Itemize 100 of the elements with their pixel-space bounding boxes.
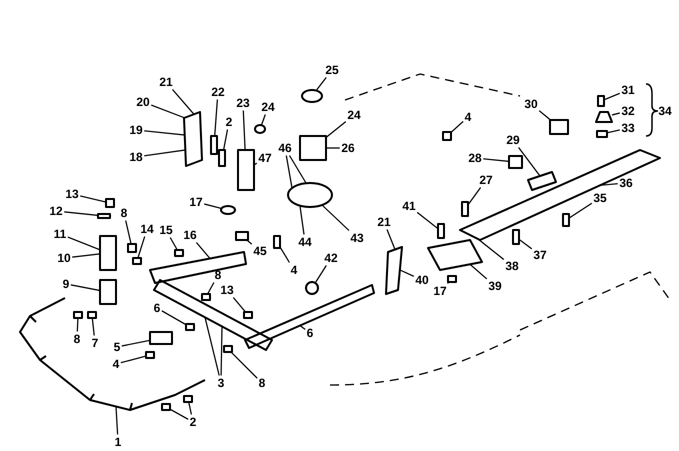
leader-line <box>223 129 228 150</box>
decal <box>527 171 557 191</box>
leader-line <box>568 202 592 219</box>
leader-line <box>230 352 258 379</box>
leader-line <box>600 183 618 186</box>
leader-line <box>316 77 327 90</box>
leader-line <box>518 147 540 176</box>
leader-line <box>260 114 266 126</box>
channel <box>459 149 661 241</box>
bracket <box>385 246 403 295</box>
nut <box>254 124 266 134</box>
leader-line <box>196 242 210 259</box>
nut <box>105 198 115 208</box>
leader-line <box>326 121 346 138</box>
leader-line <box>326 147 340 149</box>
callout-number: 40 <box>415 274 429 286</box>
nut <box>442 131 452 141</box>
knob <box>305 281 319 295</box>
leader-line <box>299 206 305 235</box>
leader-line <box>144 149 186 156</box>
leader-line <box>70 284 100 292</box>
leader-line <box>170 408 188 420</box>
leader-line <box>386 229 396 250</box>
nut <box>127 243 137 253</box>
leader-line <box>232 297 246 312</box>
callout-number: 22 <box>211 86 225 98</box>
leader-line <box>242 110 246 150</box>
callout-number: 2 <box>190 416 196 428</box>
nut <box>223 345 233 353</box>
leader-line <box>300 325 306 330</box>
callout-number: 17 <box>189 196 203 208</box>
callout-number: 17 <box>433 285 447 297</box>
leader-line <box>483 158 510 162</box>
nut <box>132 257 142 265</box>
pulley <box>301 89 323 103</box>
callout-number: 24 <box>261 101 275 113</box>
callout-number: 13 <box>220 284 234 296</box>
callout-number: 31 <box>621 84 635 96</box>
screw <box>597 95 605 107</box>
leader-line <box>72 253 100 258</box>
bracket <box>299 135 327 161</box>
callout-number: 42 <box>324 252 338 264</box>
leader-line <box>122 340 150 347</box>
leader-line <box>150 104 186 119</box>
leader-line <box>286 155 293 188</box>
rail <box>244 284 375 349</box>
leader-line <box>254 162 258 166</box>
leader-line <box>162 310 186 326</box>
callout-number: 39 <box>488 280 502 292</box>
callout-number: 8 <box>74 333 80 345</box>
leader-line <box>188 402 192 415</box>
callout-number: 5 <box>114 341 120 353</box>
callout-number: 16 <box>183 229 197 241</box>
leader-line <box>76 318 78 332</box>
leader-line <box>220 326 223 376</box>
washer <box>97 213 111 219</box>
leader-line <box>80 195 106 203</box>
frame-bar <box>153 279 273 351</box>
callout-number: 47 <box>258 152 272 164</box>
leader-line <box>120 356 146 364</box>
callout-number: 4 <box>112 358 120 370</box>
callout-number: 33 <box>621 122 635 134</box>
block <box>508 155 523 169</box>
bracket <box>183 111 203 167</box>
callout-number: 28 <box>468 152 482 164</box>
washer <box>220 205 236 215</box>
callout-number: 12 <box>49 205 63 217</box>
callout-number: 1 <box>114 436 122 448</box>
leader-line <box>279 246 290 263</box>
nut <box>201 293 211 301</box>
leader-line <box>207 282 214 294</box>
callout-number: 44 <box>298 236 312 248</box>
callout-number: 32 <box>621 105 635 117</box>
callout-number: 8 <box>214 269 222 281</box>
bracket <box>237 149 255 191</box>
callout-number: 19 <box>129 124 143 136</box>
leader-line <box>115 406 118 435</box>
leader-line <box>450 120 464 133</box>
leader-line <box>416 212 438 230</box>
bracket <box>235 231 249 241</box>
callout-number: 2 <box>226 116 232 128</box>
callout-number: 10 <box>57 252 71 264</box>
leader-line <box>246 240 252 245</box>
callout-number: 24 <box>347 109 361 121</box>
bolt <box>512 229 520 245</box>
leader-line <box>214 99 218 136</box>
callout-number: 18 <box>129 151 143 163</box>
bracket <box>549 119 569 135</box>
leader-line <box>144 130 185 136</box>
callout-number: 41 <box>402 200 416 212</box>
frame-bar <box>149 251 247 284</box>
leader-line <box>322 204 350 231</box>
leader-line <box>604 92 620 100</box>
callout-number: 46 <box>278 142 292 154</box>
callout-number: 38 <box>505 260 519 272</box>
callout-number: 3 <box>218 377 224 389</box>
bolt <box>273 235 281 249</box>
bracket <box>99 279 117 305</box>
bolt <box>461 201 469 217</box>
bolt <box>562 213 570 227</box>
